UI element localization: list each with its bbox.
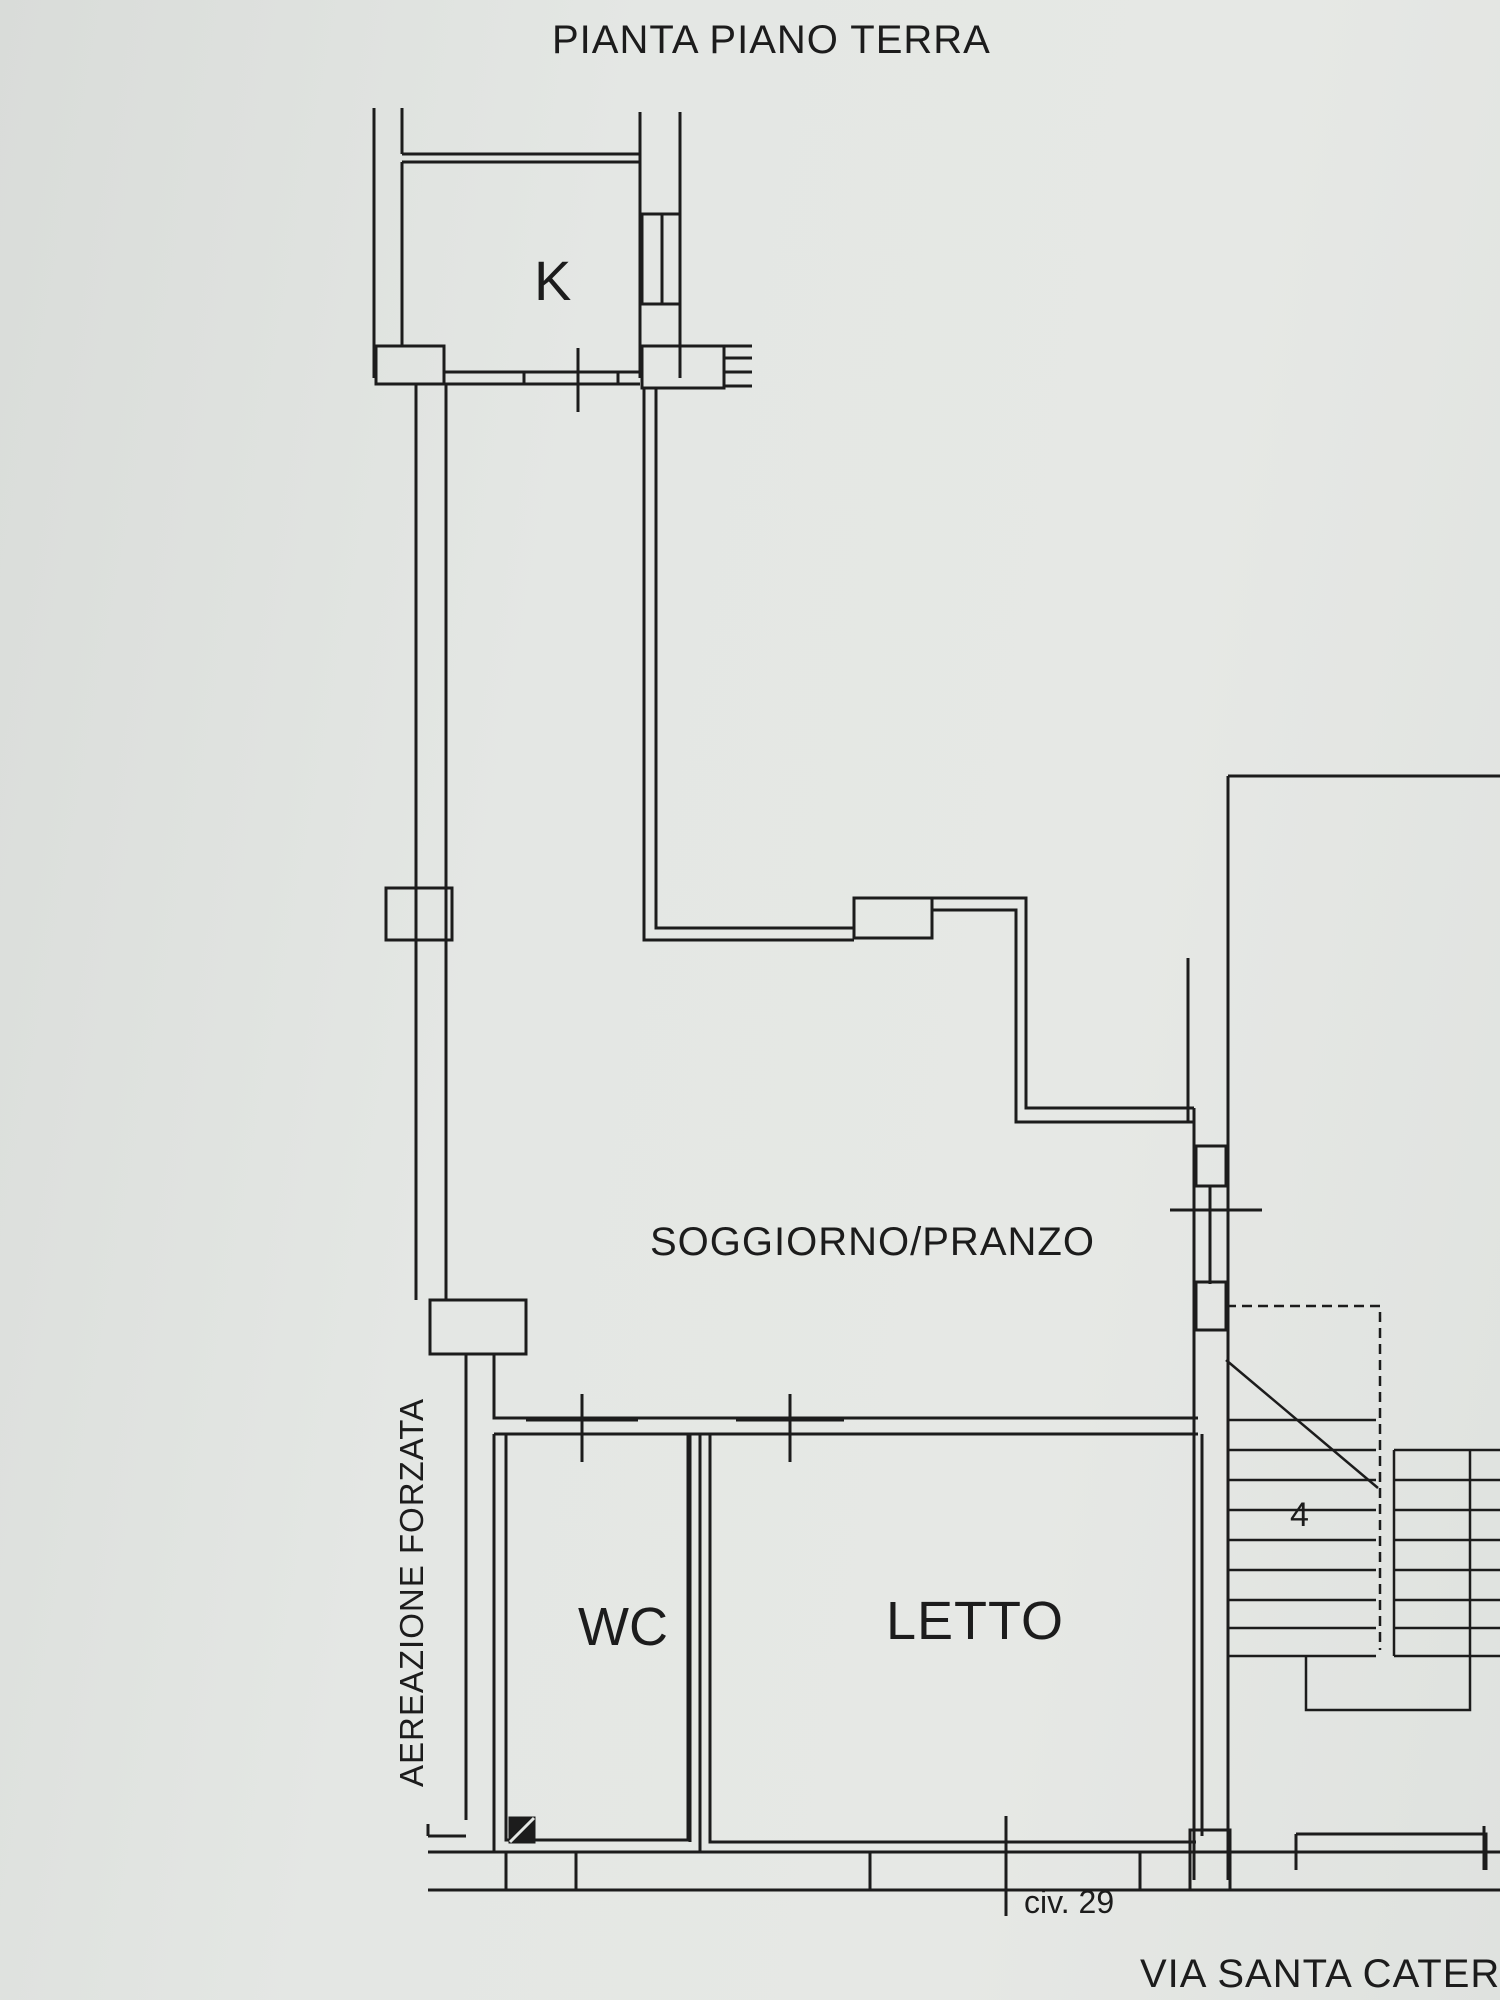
staircase [1225, 1304, 1500, 1712]
living-left-wall [428, 1298, 1198, 1820]
letto-walls [708, 1432, 1204, 1844]
ventilation-note: AEREAZIONE FORZATA [393, 1398, 430, 1787]
room-label-bedroom: LETTO [886, 1591, 1065, 1651]
ventilation-marker [508, 1816, 536, 1844]
corridor-corner [852, 774, 1500, 1880]
street-name: VIA SANTA CATERI [1140, 1952, 1500, 1996]
room-label-living-dining: SOGGIORNO/PRANZO [650, 1220, 1095, 1264]
room-label-wc: WC [578, 1597, 668, 1657]
wc-walls [492, 1434, 702, 1852]
plan-title: PIANTA PIANO TERRA [552, 18, 991, 62]
facade-wall [426, 1816, 1500, 1916]
room-label-kitchen: K [534, 249, 572, 312]
corridor-walls [384, 384, 854, 1300]
stair-step-count: 4 [1290, 1496, 1309, 1534]
kitchen-walls [372, 108, 752, 412]
street-number: civ. 29 [1024, 1884, 1115, 1920]
